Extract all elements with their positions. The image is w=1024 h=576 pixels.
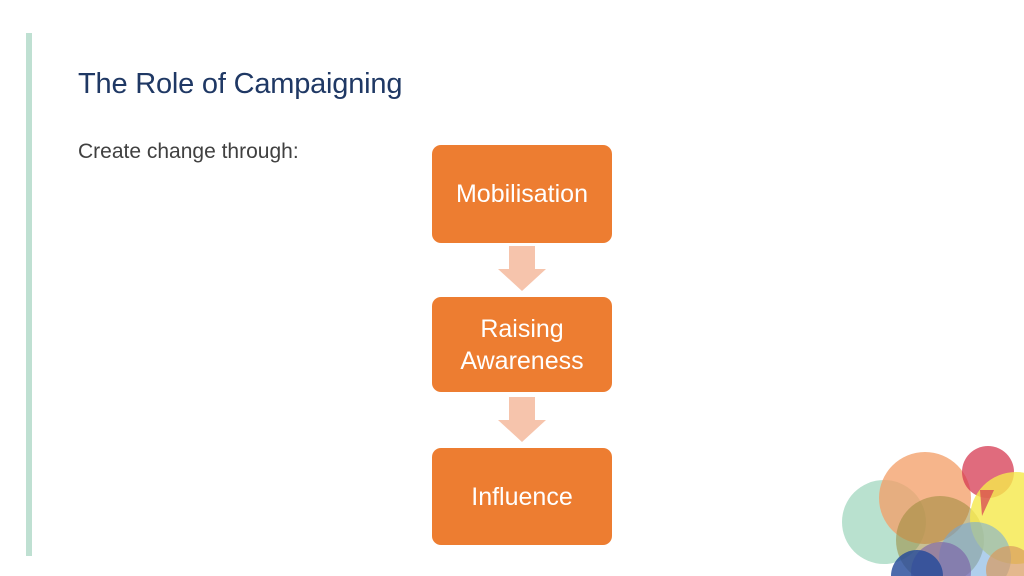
flow-box-label: Raising Awareness [460, 314, 584, 375]
decor-circle-peach [879, 452, 971, 544]
decor-circle-navy [891, 550, 943, 576]
page-title: The Role of Campaigning [78, 68, 403, 100]
arrow-head [498, 269, 546, 291]
flow-box-raising-awareness[interactable]: Raising Awareness [432, 297, 612, 392]
arrow-head [498, 420, 546, 442]
campaigning-flow-diagram: Mobilisation Raising Awareness Influence [432, 145, 612, 545]
lead-in-text: Create change through: [78, 140, 299, 163]
arrow-shaft [509, 397, 535, 421]
decor-circle-crimson [962, 446, 1014, 498]
down-arrow-icon [498, 246, 546, 291]
decor-circle-yellow [970, 472, 1024, 564]
decor-circle-tan [986, 546, 1024, 576]
decor-circle-mint [842, 480, 926, 564]
flow-box-label: Influence [471, 482, 573, 511]
flow-box-influence[interactable]: Influence [432, 448, 612, 545]
decor-circle-purple [911, 542, 971, 576]
flow-box-label: Mobilisation [455, 180, 588, 208]
teardrop-pointer-icon [980, 490, 994, 516]
decor-circle-light-blue [939, 522, 1011, 576]
arrow-shaft [509, 246, 535, 270]
left-accent-bar [26, 33, 32, 556]
decor-circle-olive [896, 496, 984, 576]
down-arrow-icon [498, 397, 546, 442]
flow-box-mobilisation[interactable]: Mobilisation [432, 145, 612, 243]
